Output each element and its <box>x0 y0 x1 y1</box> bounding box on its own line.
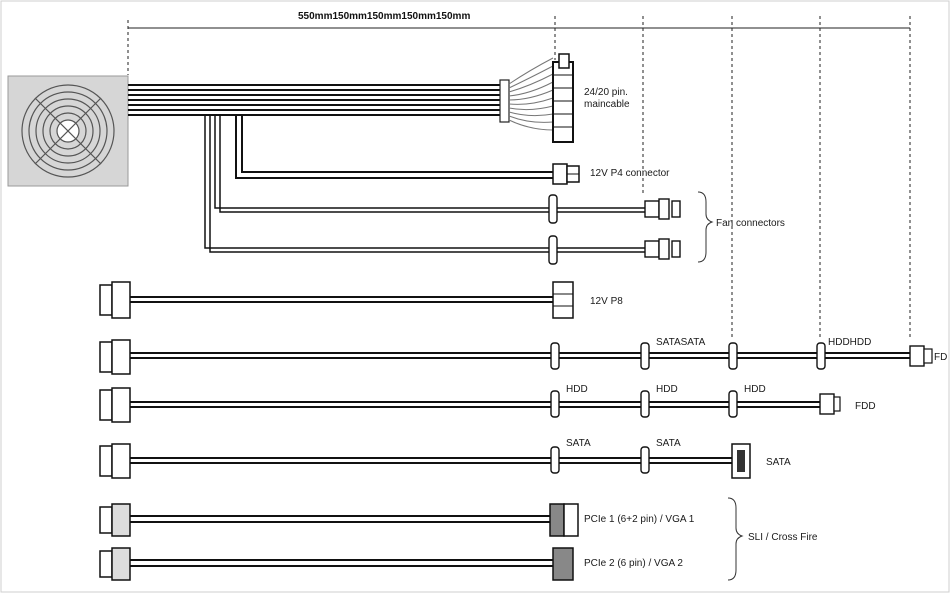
label-p8: 12V P8 <box>590 296 623 307</box>
connector-p4 <box>552 163 580 185</box>
dimension-label: 550mm150mm150mm150mm150mm <box>298 11 470 22</box>
label-row3-sata-2: SATA <box>656 438 681 449</box>
label-fan: Fan connectors <box>716 218 785 229</box>
label-row3-sata-1: SATA <box>566 438 591 449</box>
dimension-ruler <box>127 16 911 338</box>
label-row1-hdd: HDDHDD <box>828 337 871 348</box>
sli-brace <box>727 497 744 581</box>
p4-cable <box>235 115 553 179</box>
fan-molex-connectors <box>548 194 681 265</box>
fan-brace <box>697 191 714 263</box>
label-row2-hdd-3: HDD <box>744 384 766 395</box>
label-p4: 12V P4 connector <box>590 168 670 179</box>
row2-cable <box>99 387 841 423</box>
cable-sleeve-end <box>499 79 510 123</box>
row3-cable <box>99 443 751 479</box>
main-fanned-wires <box>508 57 554 131</box>
label-24pin-line2: maincable <box>584 99 630 110</box>
pcie2-cable <box>99 547 574 581</box>
main-cable-bundle <box>128 84 500 116</box>
label-24pin-line1: 24/20 pin. <box>584 87 628 98</box>
psu-unit <box>7 75 129 187</box>
label-pcie1: PCIe 1 (6+2 pin) / VGA 1 <box>584 514 695 525</box>
pcie1-cable <box>99 503 579 537</box>
label-sli: SLI / Cross Fire <box>748 532 818 543</box>
fan-cables <box>204 115 645 253</box>
label-row2-hdd-2: HDD <box>656 384 678 395</box>
label-pcie2: PCIe 2 (6 pin) / VGA 2 <box>584 558 683 569</box>
fan-grille-icon <box>21 84 115 178</box>
connector-24pin <box>552 53 574 143</box>
label-row1-end: FD <box>934 352 947 363</box>
p8-cable <box>99 281 574 319</box>
label-row2-end: FDD <box>855 401 876 412</box>
label-row3-end: SATA <box>766 457 791 468</box>
label-row2-hdd-1: HDD <box>566 384 588 395</box>
row1-cable <box>99 339 933 375</box>
label-row1-sata: SATASATA <box>656 337 706 348</box>
